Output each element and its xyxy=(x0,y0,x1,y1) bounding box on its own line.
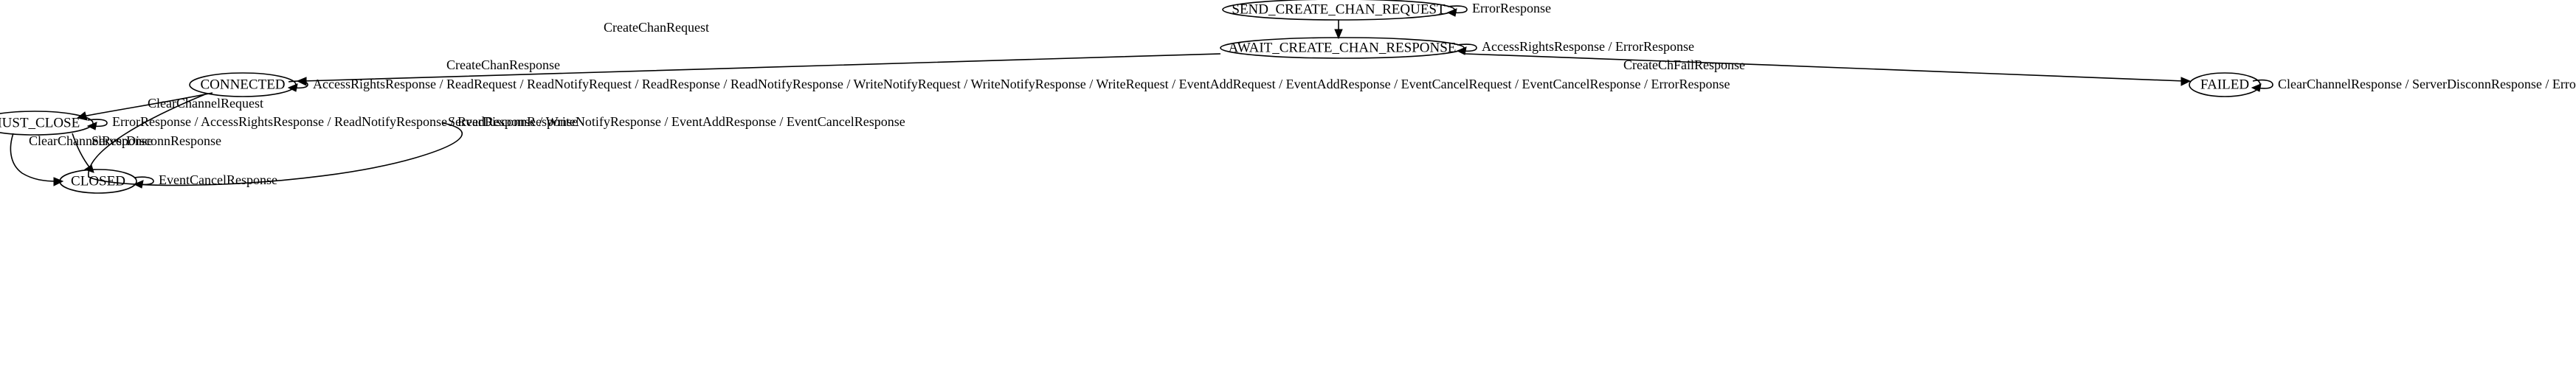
self-loop-path-send xyxy=(1447,5,1468,14)
edge-label-clear-channel-response: ClearChannelResponse xyxy=(29,133,153,148)
self-loop-path-connected xyxy=(288,80,308,89)
self-loop-closed: EventCancelResponse xyxy=(133,172,277,189)
node-label-connected: CONNECTED xyxy=(200,77,285,92)
node-shape-send-create-chan-request[interactable] xyxy=(1222,0,1455,21)
node-must-close[interactable]: MUST_CLOSE xyxy=(0,111,94,136)
node-shape-must-close[interactable] xyxy=(0,111,94,136)
node-await-create-chan-response[interactable]: AWAIT_CREATE_CHAN_RESPONSE xyxy=(1220,37,1465,59)
self-loop-path-await xyxy=(1457,43,1477,52)
node-shape-await-create-chan-response[interactable] xyxy=(1220,37,1465,59)
self-loop-label-connected: AccessRightsResponse / ReadRequest / Rea… xyxy=(313,77,1730,91)
edge-label-server-disconn-response-long: ServerDisconnResponse xyxy=(448,114,578,129)
self-loop-path-must-close xyxy=(87,119,108,127)
node-shape-failed[interactable] xyxy=(2189,72,2261,97)
self-loop-path-closed xyxy=(134,176,154,186)
edge-await-to-failed: CreateChFailResponse xyxy=(1464,53,2192,86)
edge-line-must-close-to-closed xyxy=(10,133,58,182)
arrowhead-self-loop-failed xyxy=(2251,83,2262,92)
edge-send-to-await: CreateChanRequest xyxy=(604,20,1343,40)
arrowhead-self-loop-must-close xyxy=(86,122,97,130)
edge-label-create-chan-request: CreateChanRequest xyxy=(604,20,709,35)
self-loop-await-create-chan-response: AccessRightsResponse / ErrorResponse xyxy=(1456,39,1694,55)
self-loop-label-must-close: ErrorResponse / AccessRightsResponse / R… xyxy=(112,114,905,129)
node-label-await-create-chan-response: AWAIT_CREATE_CHAN_RESPONSE xyxy=(1229,40,1457,55)
self-loop-connected: AccessRightsResponse / ReadRequest / Rea… xyxy=(287,77,1730,92)
edge-line-connected-to-must-close xyxy=(82,92,213,117)
edge-label-clear-channel-request: ClearChannelRequest xyxy=(148,96,263,111)
edge-line-connected-to-closed xyxy=(72,133,91,169)
node-send-create-chan-request[interactable]: SEND_CREATE_CHAN_REQUEST xyxy=(1222,0,1455,21)
self-loop-send-create-chan-request: ErrorResponse xyxy=(1446,1,1551,17)
edge-connected-to-closed-long: ServerDisconnResponse xyxy=(88,94,578,186)
edge-connected-to-closed: ServerDisconnResponse xyxy=(72,133,221,173)
node-failed[interactable]: FAILED xyxy=(2189,72,2261,97)
arrowhead-send-to-await xyxy=(1334,29,1343,40)
node-label-failed: FAILED xyxy=(2200,77,2249,92)
node-label-closed: CLOSED xyxy=(71,173,125,189)
edge-label-create-chan-response: CreateChanResponse xyxy=(446,57,560,72)
self-loop-label-error-response: ErrorResponse xyxy=(1472,1,1551,15)
node-closed[interactable]: CLOSED xyxy=(59,169,137,194)
arrowhead-await-to-failed xyxy=(2180,77,2192,86)
edge-line-connected-to-closed-long xyxy=(88,94,463,186)
edge-line-await-to-failed xyxy=(1464,53,2185,82)
edge-label-server-disconn-response: ServerDisconnResponse xyxy=(91,133,221,148)
edge-label-create-ch-fail-response: CreateChFailResponse xyxy=(1623,57,1745,72)
arrowhead-must-close-to-closed xyxy=(53,177,64,186)
node-label-must-close: MUST_CLOSE xyxy=(0,115,80,130)
arrowhead-self-loop-closed xyxy=(133,180,144,189)
node-shape-closed[interactable] xyxy=(59,169,137,194)
self-loop-label-await: AccessRightsResponse / ErrorResponse xyxy=(1482,39,1694,54)
self-loop-path-failed xyxy=(2252,79,2273,89)
self-loop-label-failed: ClearChannelResponse / ServerDisconnResp… xyxy=(2278,77,2576,91)
node-shape-connected[interactable] xyxy=(189,72,297,97)
node-label-send-create-chan-request: SEND_CREATE_CHAN_REQUEST xyxy=(1232,1,1446,17)
edge-line-await-to-connected xyxy=(302,53,1221,82)
self-loop-label-closed: EventCancelResponse xyxy=(159,172,277,187)
node-connected[interactable]: CONNECTED xyxy=(189,72,297,97)
edge-must-close-to-closed: ClearChannelResponse xyxy=(10,133,153,186)
self-loop-failed: ClearChannelResponse / ServerDisconnResp… xyxy=(2251,77,2576,92)
self-loop-must-close: ErrorResponse / AccessRightsResponse / R… xyxy=(86,114,905,130)
